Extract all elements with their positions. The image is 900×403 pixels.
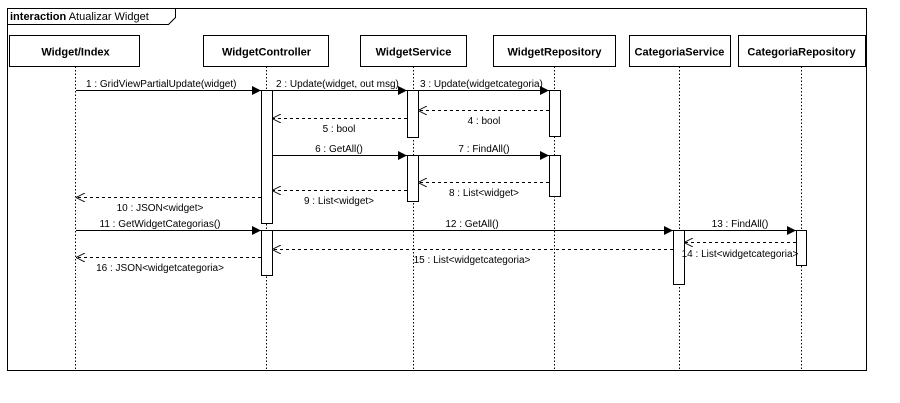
message-1-separator: : [92, 79, 100, 90]
message-13-text: FindAll() [731, 219, 768, 230]
message-15-separator: : [425, 255, 433, 266]
message-16-separator: : [107, 263, 115, 274]
message-9-number: 9 [304, 196, 310, 207]
message-7-number: 7 [458, 144, 464, 155]
activation-repo-1 [549, 90, 561, 137]
lifeline-repo-label: WidgetRepository [507, 47, 602, 59]
message-5-number: 5 [323, 124, 329, 135]
frame-title: interaction Atualizar Widget [10, 11, 149, 23]
message-3-separator: : [426, 79, 434, 90]
message-11-text: GetWidgetCategorias() [118, 219, 220, 230]
message-1-text: GridViewPartialUpdate(widget) [100, 79, 237, 90]
message-3-text: Update(widgetcategoria) [434, 79, 543, 90]
message-7-text: FindAll() [472, 144, 509, 155]
activation-svc-2 [407, 155, 419, 202]
message-10-number: 10 [117, 203, 129, 214]
message-7-separator: : [464, 144, 472, 155]
message-9-separator: : [310, 196, 318, 207]
lifeline-csvc-label: CategoriaService [635, 47, 725, 59]
message-5-text: bool [337, 124, 356, 135]
message-14-text: List<widgetcategoria> [701, 249, 798, 260]
message-6-label: 6 : GetAll() [315, 144, 363, 155]
lifeline-index-box [9, 35, 140, 67]
message-7-label: 7 : FindAll() [458, 144, 509, 155]
message-1-number: 1 [86, 79, 92, 90]
activation-svc-1 [407, 90, 419, 138]
message-6-text: GetAll() [329, 144, 363, 155]
activation-ctrl-2 [261, 230, 273, 276]
message-14-label: 14 : List<widgetcategoria> [682, 249, 799, 260]
message-16-text: JSON<widgetcategoria> [116, 263, 225, 274]
message-6-separator: : [321, 144, 329, 155]
message-11-label: 11 : GetWidgetCategorias() [100, 219, 221, 230]
lifeline-index-label: Widget/Index [41, 47, 110, 59]
frame-title-name: Atualizar Widget [69, 11, 149, 23]
message-4-number: 4 [468, 116, 474, 127]
activation-crepo-1 [796, 230, 807, 266]
message-9-text: List<widget> [318, 196, 374, 207]
message-2-text: Update(widget, out msg) [290, 79, 399, 90]
message-2-separator: : [282, 79, 290, 90]
message-12-separator: : [456, 219, 464, 230]
interaction-frame [7, 8, 867, 371]
message-13-number: 13 [712, 219, 724, 230]
message-12-label: 12 : GetAll() [445, 219, 498, 230]
message-10-text: JSON<widget> [136, 203, 203, 214]
message-10-label: 10 : JSON<widget> [117, 203, 204, 214]
message-10-separator: : [128, 203, 136, 214]
message-12-text: GetAll() [465, 219, 499, 230]
message-16-number: 16 [96, 263, 108, 274]
message-4-separator: : [473, 116, 481, 127]
message-14-number: 14 [682, 249, 694, 260]
frame-title-keyword: interaction [10, 11, 67, 23]
message-6-number: 6 [315, 144, 321, 155]
message-8-separator: : [455, 188, 463, 199]
message-13-separator: : [723, 219, 731, 230]
activation-csvc-1 [673, 230, 685, 285]
lifeline-ctrl-box [203, 35, 329, 67]
message-4-text: bool [482, 116, 501, 127]
message-3-label: 3 : Update(widgetcategoria) [420, 79, 543, 90]
lifeline-ctrl-label: WidgetController [222, 47, 312, 59]
message-15-text: List<widgetcategoria> [433, 255, 530, 266]
lifeline-svc-label: WidgetService [376, 47, 452, 59]
activation-repo-2 [549, 155, 561, 197]
message-5-separator: : [328, 124, 336, 135]
message-11-number: 11 [100, 219, 111, 230]
message-1-label: 1 : GridViewPartialUpdate(widget) [86, 79, 236, 90]
message-5-label: 5 : bool [323, 124, 356, 135]
message-16-label: 16 : JSON<widgetcategoria> [96, 263, 224, 274]
message-8-label: 8 : List<widget> [449, 188, 519, 199]
message-15-number: 15 [414, 255, 426, 266]
activation-ctrl-1 [261, 90, 273, 224]
message-8-number: 8 [449, 188, 455, 199]
message-8-text: List<widget> [463, 188, 519, 199]
lifeline-csvc-box [629, 35, 731, 67]
frame-title-tab [7, 8, 176, 25]
message-2-number: 2 [276, 79, 282, 90]
message-9-label: 9 : List<widget> [304, 196, 374, 207]
lifeline-crepo-box [738, 35, 866, 67]
lifeline-crepo-label: CategoriaRepository [747, 47, 856, 59]
message-12-number: 12 [445, 219, 457, 230]
message-13-label: 13 : FindAll() [712, 219, 769, 230]
message-3-number: 3 [420, 79, 426, 90]
message-14-separator: : [693, 249, 701, 260]
message-11-separator: : [110, 219, 118, 230]
message-4-label: 4 : bool [468, 116, 501, 127]
message-15-label: 15 : List<widgetcategoria> [414, 255, 531, 266]
message-2-label: 2 : Update(widget, out msg) [276, 79, 399, 90]
